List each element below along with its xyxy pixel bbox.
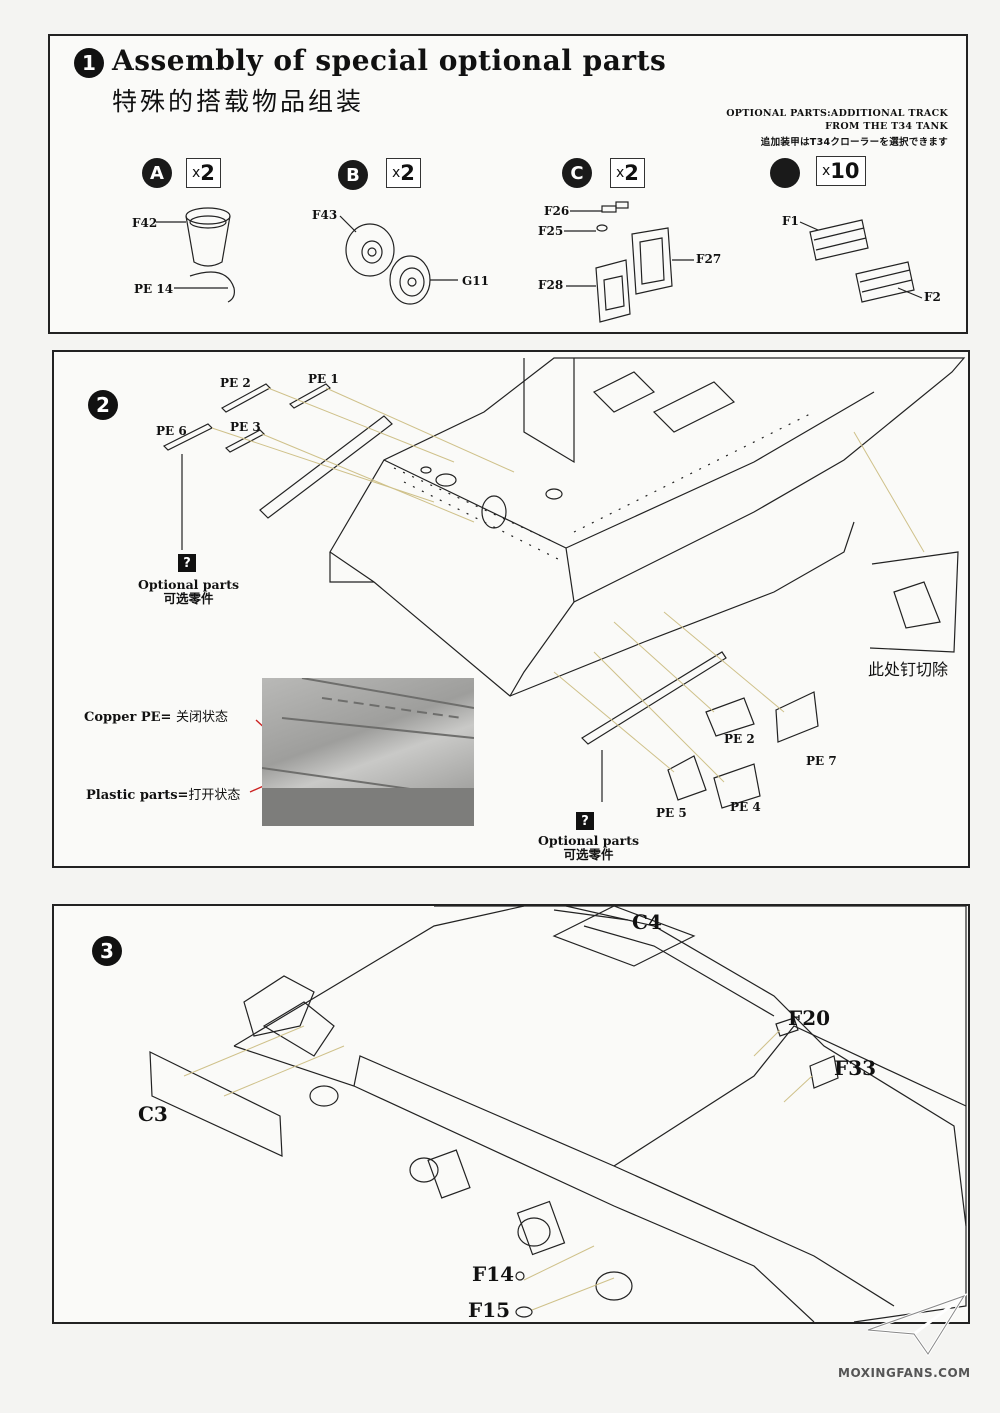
legend-copper: Copper PE= 关闭状态 — [84, 710, 228, 725]
part-label-pe6: PE 6 — [156, 424, 187, 438]
group-badge-b: B — [338, 160, 368, 190]
step-2-drawing — [162, 357, 966, 809]
step-3-panel: 3 — [52, 904, 970, 1324]
step-1-drawing — [156, 201, 923, 323]
group-badge-c: C — [562, 158, 592, 188]
part-label-f15: F15 — [468, 1298, 511, 1322]
part-label-f20: F20 — [788, 1006, 831, 1030]
legend-plastic: Plastic parts=打开状态 — [86, 788, 241, 803]
part-label-pe7: PE 7 — [806, 754, 837, 768]
step-2-panel: 2 — [52, 350, 970, 868]
optional-note-line3: 追加装甲はT34クローラーを選択できます — [760, 137, 948, 148]
part-label-pe2-top: PE 2 — [220, 376, 251, 390]
step-1-panel: 1 Assembly of special optional parts 特殊的… — [48, 34, 968, 334]
part-label-pe3: PE 3 — [230, 420, 261, 434]
optional-parts-label: Optional parts 可选零件 — [138, 577, 240, 606]
part-label-pe2-bottom: PE 2 — [724, 732, 755, 746]
part-label-f26: F26 — [544, 204, 570, 218]
part-label-f42: F42 — [132, 216, 158, 230]
part-label-f1: F1 — [782, 214, 799, 228]
part-label-c4: C4 — [632, 910, 662, 934]
part-label-pe4: PE 4 — [730, 800, 761, 814]
part-label-f25: F25 — [538, 224, 564, 238]
paper-plane-logo — [867, 1293, 968, 1357]
part-label-pe1: PE 1 — [308, 372, 339, 386]
step-3-drawing — [149, 906, 967, 1322]
watermark: MOXINGFANS.COM — [838, 1366, 971, 1380]
part-label-pe5: PE 5 — [656, 806, 687, 820]
part-label-f27: F27 — [696, 252, 722, 266]
group-badge-track — [770, 158, 800, 188]
optional-note-line2: FROM THE T34 TANK — [825, 121, 948, 132]
optional-parts-icon: ? — [178, 554, 196, 572]
optional-parts-icon: ? — [576, 812, 594, 830]
part-label-f33: F33 — [834, 1056, 877, 1080]
part-label-f2: F2 — [924, 290, 941, 304]
step-number: 2 — [88, 390, 118, 420]
cut-note: 此处钉切除 — [868, 660, 949, 679]
part-label-f28: F28 — [538, 278, 564, 292]
step-title-cn: 特殊的搭载物品组装 — [112, 87, 365, 116]
step-title-en: Assembly of special optional parts — [112, 44, 667, 77]
step-number: 1 — [74, 48, 104, 78]
part-label-f14: F14 — [472, 1262, 515, 1286]
part-label-g11: G11 — [462, 274, 489, 288]
step-number: 3 — [92, 936, 122, 966]
part-label-f43: F43 — [312, 208, 338, 222]
group-badge-a: A — [142, 158, 172, 188]
reference-photo — [262, 678, 474, 826]
part-label-c3: C3 — [138, 1102, 168, 1126]
optional-note-line1: OPTIONAL PARTS:ADDITIONAL TRACK — [726, 108, 948, 119]
part-label-pe14: PE 14 — [134, 282, 174, 296]
optional-parts-label: Optional parts 可选零件 — [538, 833, 640, 862]
